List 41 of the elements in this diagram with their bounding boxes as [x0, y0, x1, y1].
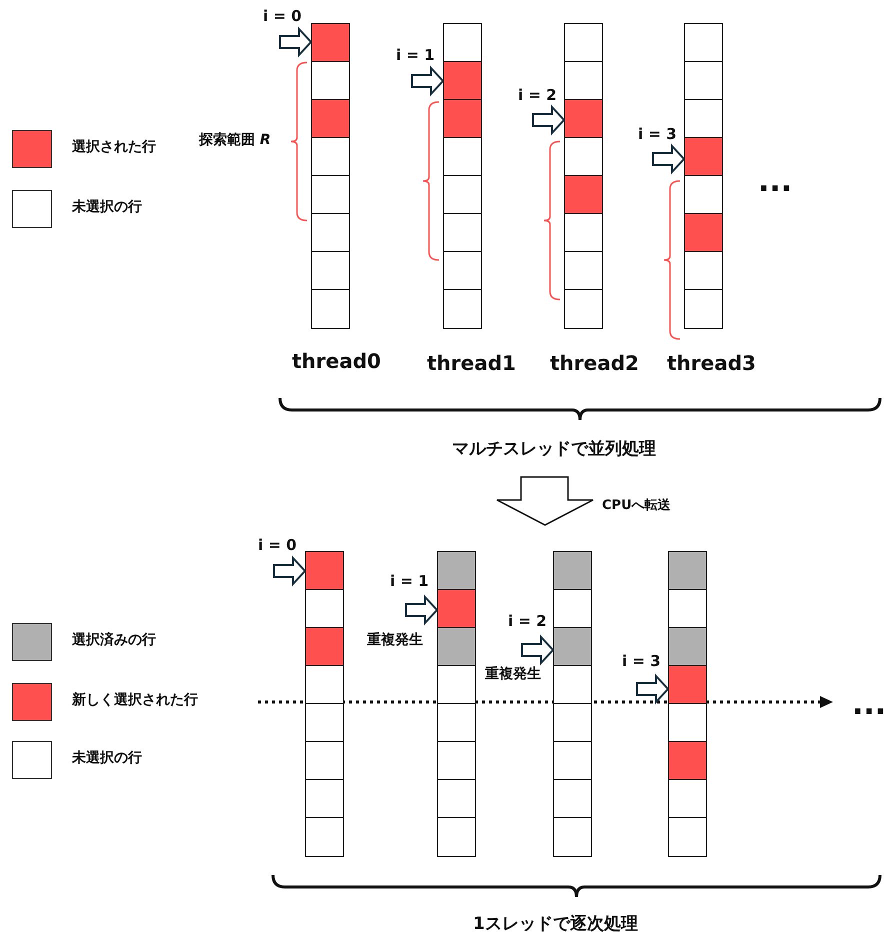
array-column [668, 551, 707, 856]
legend-label: 選択された行 [72, 140, 156, 156]
array-column [305, 551, 344, 856]
array-column [443, 23, 482, 328]
index-label: i = 3 [622, 653, 661, 670]
pointer-arrow [521, 634, 554, 666]
pointer-arrow [652, 143, 686, 175]
index-label: i = 0 [263, 8, 302, 24]
array-column [437, 551, 476, 856]
pointer-arrow [636, 673, 670, 705]
index-label: i = 3 [638, 126, 677, 142]
range-label: 探索範囲 R [199, 133, 271, 148]
ellipsis: ... [852, 688, 886, 721]
pointer-arrow [405, 594, 438, 626]
section-caption: マルチスレッドで並列処理 [452, 440, 656, 459]
pointer-arrow [279, 26, 312, 58]
index-label: i = 0 [258, 537, 297, 554]
legend-label: 選択済みの行 [72, 633, 156, 648]
index-label: i = 1 [396, 47, 435, 64]
index-label: i = 1 [390, 573, 429, 590]
note-text: 重複発生 [367, 633, 423, 648]
pointer-arrow [532, 104, 566, 136]
thread-label: thread1 [427, 352, 516, 374]
section-caption: 1スレッドで逐次処理 [473, 915, 638, 934]
legend-label: 新しく選択された行 [72, 693, 198, 708]
ellipsis: ... [758, 165, 792, 198]
thread-label: thread2 [550, 352, 639, 374]
pointer-arrow [411, 65, 444, 97]
thread-label: thread0 [292, 350, 381, 372]
array-column [311, 23, 350, 328]
legend-label: 未選択の行 [72, 200, 142, 216]
index-label: i = 2 [508, 613, 547, 630]
pointer-arrow [273, 555, 306, 587]
transfer-label: CPUへ転送 [602, 499, 671, 514]
legend-label: 未選択の行 [72, 751, 142, 766]
array-column [553, 551, 592, 856]
array-column [684, 23, 723, 328]
index-label: i = 2 [518, 87, 557, 104]
array-column [564, 23, 603, 328]
note-text: 重複発生 [485, 667, 541, 682]
thread-label: thread3 [667, 352, 756, 374]
